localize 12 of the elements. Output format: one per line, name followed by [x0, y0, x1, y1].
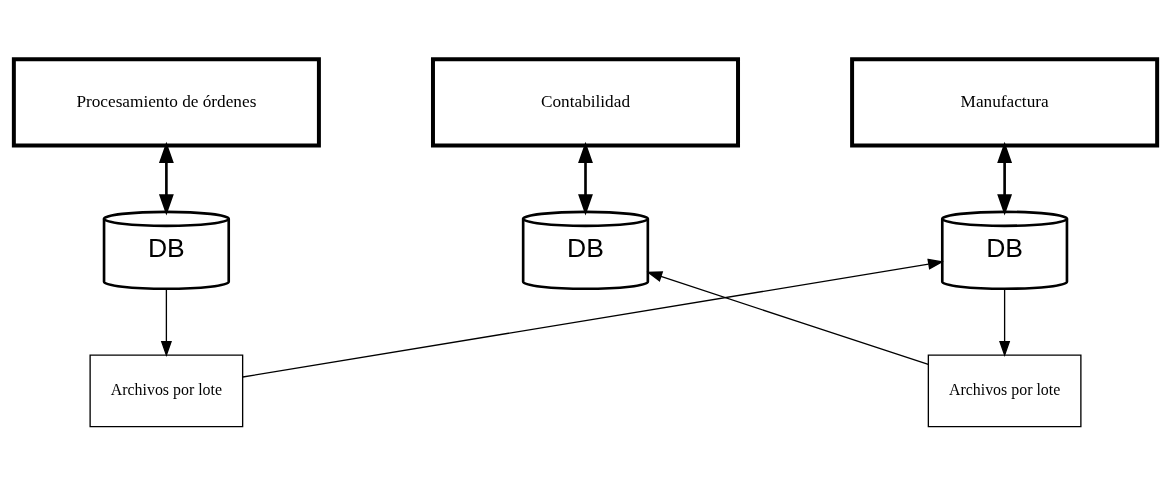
arrow: [997, 141, 1013, 216]
node-box: Archivos por lote: [89, 354, 244, 428]
arrow: [242, 258, 944, 378]
node-box: Archivos por lote: [927, 354, 1082, 428]
arrow: [578, 141, 593, 216]
node-box: Procesamiento de órdenes: [11, 57, 321, 148]
node-box: Contabilidad: [431, 57, 740, 148]
node-box: Manufactura: [850, 57, 1160, 148]
arrow: [158, 141, 174, 216]
arrow: [160, 288, 172, 358]
arrow: [999, 288, 1011, 358]
arrow: [646, 271, 929, 366]
